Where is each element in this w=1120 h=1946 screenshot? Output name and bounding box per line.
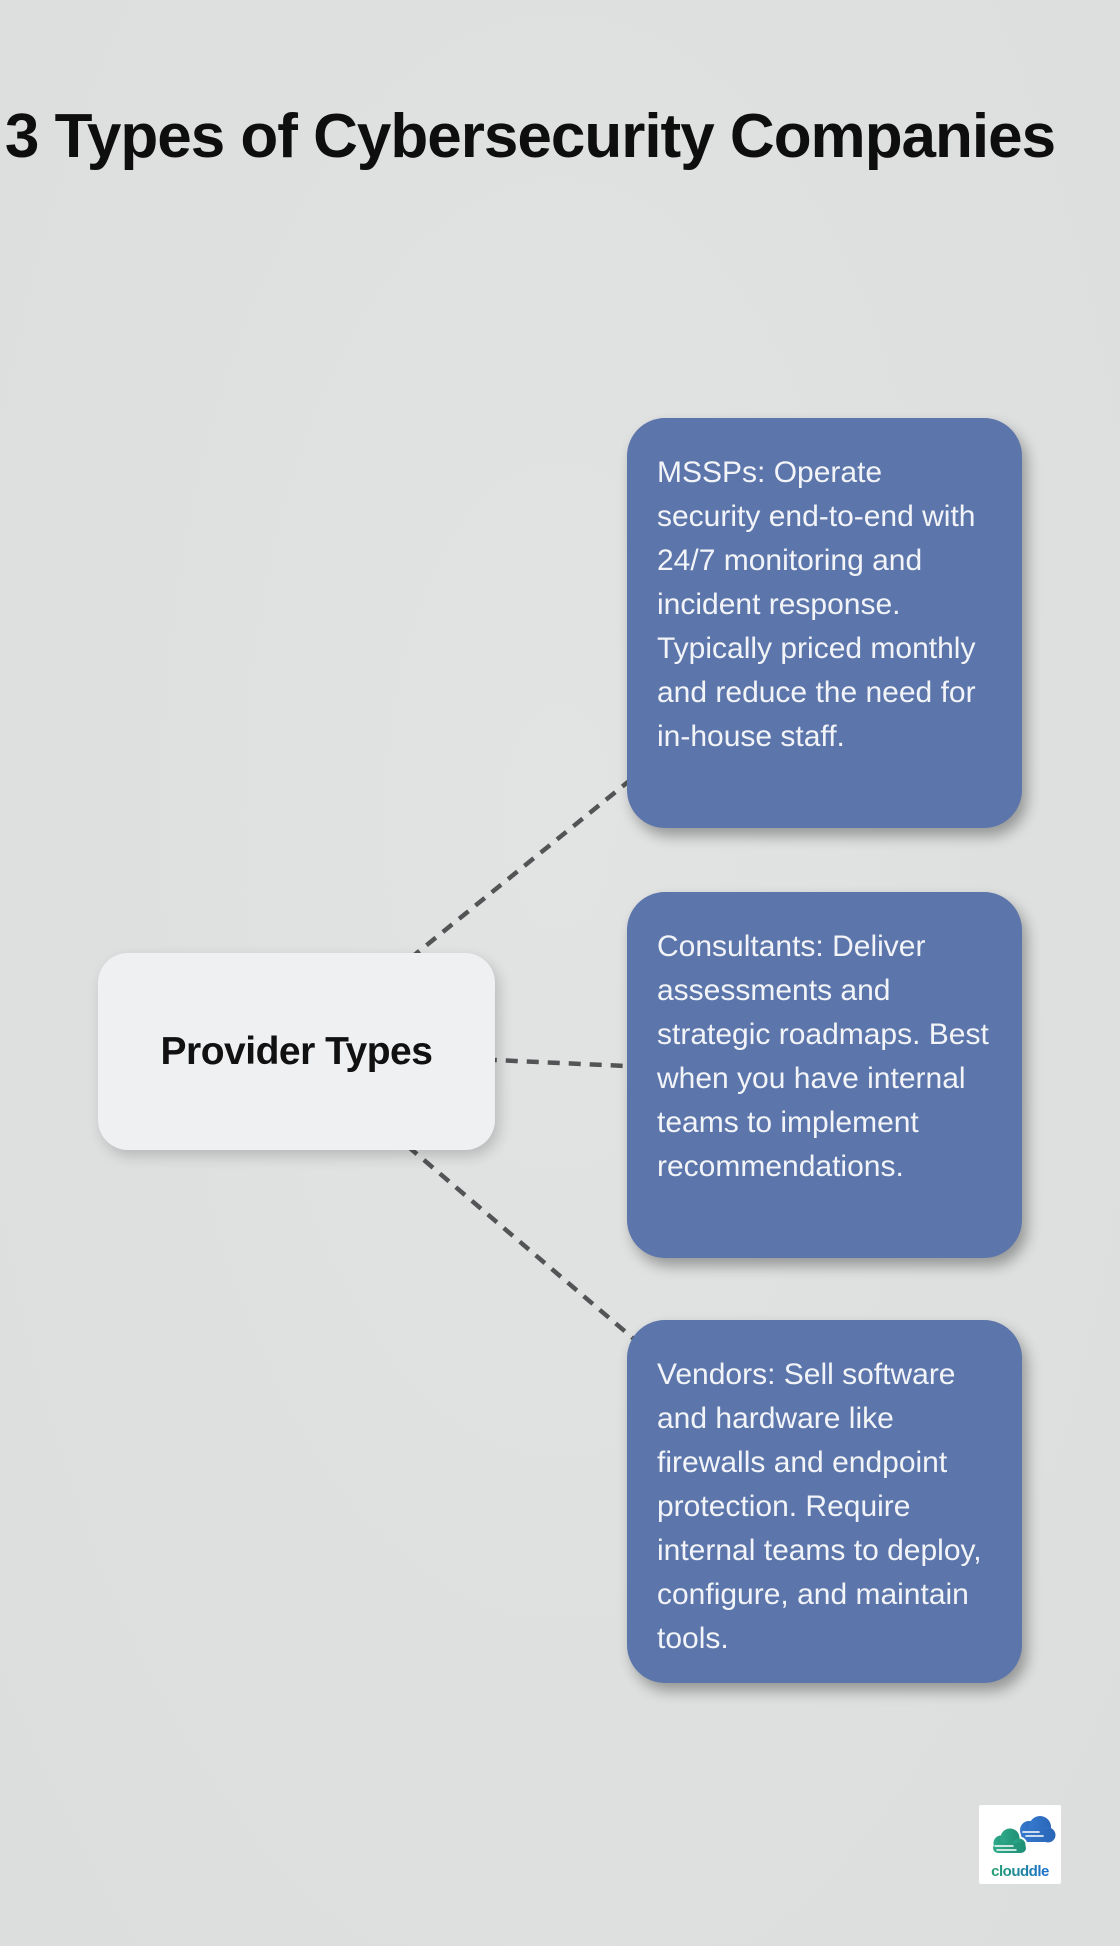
branch-card-mssps: MSSPs: Operate security end-to-end with … xyxy=(627,418,1022,828)
clouddle-logo: clouddle xyxy=(979,1805,1061,1884)
logo-wordmark: clouddle xyxy=(991,1863,1049,1880)
branch-text-mssps: MSSPs: Operate security end-to-end with … xyxy=(657,456,976,753)
green-cloud-lines xyxy=(994,1845,1017,1851)
infographic-title: 3 Types of Cybersecurity Companies xyxy=(4,102,1056,171)
branch-text-vendors: Vendors: Sell software and hardware like… xyxy=(657,1358,982,1655)
blue-cloud-lines xyxy=(1022,1831,1044,1837)
blue-cloud xyxy=(1020,1816,1056,1843)
branch-text-consultants: Consultants: Deliver assessments and str… xyxy=(657,930,989,1183)
root-node: Provider Types xyxy=(98,953,495,1150)
root-node-label: Provider Types xyxy=(160,1029,433,1073)
branch-card-consultants: Consultants: Deliver assessments and str… xyxy=(627,892,1022,1258)
branch-card-vendors: Vendors: Sell software and hardware like… xyxy=(627,1320,1022,1683)
cloud-icon: clouddle xyxy=(991,1816,1056,1880)
